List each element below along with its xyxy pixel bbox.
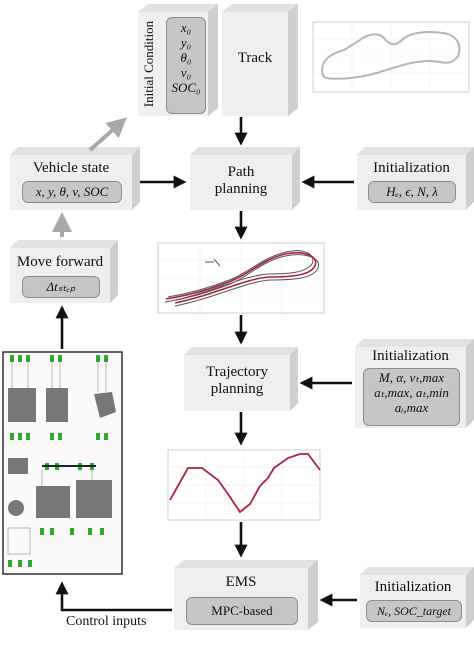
initial-condition-values: x₀ y₀ θ₀ v₀ SOC₀ <box>166 17 206 114</box>
path-planning-title: Path planning <box>190 164 292 197</box>
trajectory-planning-line2: planning <box>210 380 264 397</box>
init-traj-values: M, α, vₜ,max aₜ,max, aₜ,min aᵢ,max <box>363 368 460 426</box>
ic-line-v: v₀ <box>180 64 192 80</box>
path-planning-line2: planning <box>214 180 268 197</box>
trajectory-planning-box <box>184 347 298 411</box>
control-inputs-label: Control inputs <box>66 614 147 629</box>
ems-mpc-value: MPC-based <box>186 597 298 625</box>
ic-line-soc: SOC₀ <box>171 79 201 95</box>
init-traj-line3: aᵢ,max <box>394 399 429 415</box>
move-forward-value: Δtₛₜₑₚ <box>22 276 100 298</box>
vehicle-state-title: Vehicle state <box>32 160 110 176</box>
vehicle-state-value: x, y, θ, v, SOC <box>22 181 122 203</box>
track-title: Track <box>237 50 273 66</box>
initial-condition-title: Initial Condition <box>141 20 156 108</box>
arrows <box>55 117 357 612</box>
path-planning-line1: Path <box>227 164 255 180</box>
vehicle-model-thumbnail <box>2 351 123 575</box>
track-thumbnail <box>312 21 470 93</box>
init-ems-value: Nₑ, SOC_target <box>366 600 462 622</box>
path-plot <box>157 242 325 314</box>
trajectory-planning-title: Trajectory planning <box>184 364 290 397</box>
ic-line-x: x₀ <box>180 20 192 35</box>
gray-arrows <box>52 117 127 237</box>
init-ems-title: Initialization <box>374 579 452 595</box>
ems-title: EMS <box>225 574 257 590</box>
init-traj-line2: aₜ,max, aₜ,min <box>374 384 449 400</box>
init-path-value: Hₑ, ϵ, N, λ <box>368 181 456 203</box>
path-planning-box <box>190 147 300 210</box>
ic-line-y: y₀ <box>180 34 192 50</box>
init-traj-line1: M, α, vₜ,max <box>378 370 445 385</box>
init-path-title: Initialization <box>373 160 450 176</box>
trajectory-planning-line1: Trajectory <box>206 364 268 380</box>
ic-line-theta: θ₀ <box>180 49 192 65</box>
move-forward-title: Move forward <box>16 254 104 270</box>
trajectory-plot <box>167 449 321 521</box>
init-traj-title: Initialization <box>372 348 449 364</box>
track-box <box>222 4 298 116</box>
